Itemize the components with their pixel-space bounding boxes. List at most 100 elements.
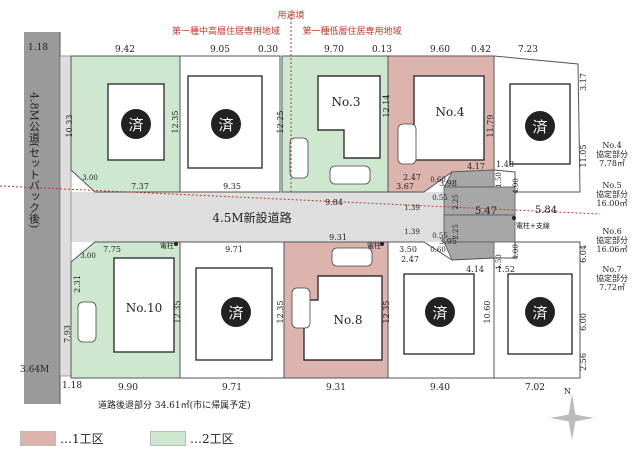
dimension-label: 2.25: [452, 194, 460, 210]
svg-text:済: 済: [128, 116, 143, 134]
lot-label-no10: No.10: [126, 301, 163, 315]
dimension-label: 1.52: [497, 265, 515, 274]
dimension-label: 4.17: [467, 162, 485, 171]
dimension-label: 9.71: [225, 245, 243, 254]
shared-part-text: 7.72㎡: [599, 283, 625, 292]
dimension-label: 6.00: [579, 313, 588, 331]
shared-part-text: 協定部分: [596, 235, 628, 245]
dimension-label: 6.04: [579, 245, 588, 263]
shared-part-text: No.5: [602, 181, 621, 190]
lot-label-no8: No.8: [334, 313, 363, 327]
dimension-label: 5.84: [535, 205, 557, 216]
svg-text:済: 済: [532, 118, 547, 136]
dimension-label: 9.90: [118, 383, 138, 393]
dimension-label: 2.47: [401, 255, 419, 264]
dimension-label: 10.33: [65, 115, 74, 138]
dimension-label: 3.00: [82, 174, 98, 182]
sold-mark-s5: 済: [525, 297, 555, 327]
dimension-label: 10.60: [483, 301, 492, 324]
dimension-label: 7.02: [525, 383, 545, 393]
dimension-label: 0.60: [430, 246, 446, 254]
dimension-label: 9.70: [324, 45, 344, 55]
shared-part-text: 7.78㎡: [599, 159, 625, 168]
shared-part-text: 16.06㎡: [597, 245, 628, 254]
dimension-label: 1.39: [404, 204, 420, 212]
shared-part-text: No.7: [602, 265, 621, 274]
car-icon: [289, 137, 309, 179]
public-road: [24, 32, 60, 404]
house-no8: [303, 275, 383, 361]
dimension-label: 7.75: [103, 245, 121, 254]
dimension-label: 2.25: [452, 224, 460, 240]
zoning-right: 第一種低層住居専用地域: [302, 25, 401, 37]
dimension-label: 9.05: [210, 45, 230, 55]
dimension-label: 9.71: [222, 383, 242, 393]
road-width-top: 1.18: [28, 43, 48, 53]
dimension-label: 2.47: [403, 173, 421, 182]
setback-strip: [59, 55, 72, 377]
shared-part-text: 協定部分: [596, 189, 628, 199]
dimension-label: 3.00: [80, 252, 96, 260]
dimension-label: 12.35: [171, 111, 180, 134]
shared-part-text: 16.00㎡: [597, 199, 628, 208]
lot-label-no3: No.3: [332, 95, 361, 109]
dimension-label: 12.25: [276, 111, 285, 134]
car-icon: [291, 287, 311, 329]
dimension-label: 9.42: [115, 45, 135, 55]
svg-text:済: 済: [228, 304, 243, 322]
dimension-label: 1.39: [404, 228, 420, 236]
dimension-label: 2.31: [73, 275, 82, 293]
pole-stay-label: 電柱+支線: [516, 221, 550, 230]
sold-mark-n5: 済: [525, 111, 555, 141]
dimension-label: 3.98: [439, 179, 457, 188]
dimension-label: 9.40: [430, 383, 450, 393]
svg-text:済: 済: [218, 116, 233, 134]
shared-part-text: No.6: [602, 227, 621, 236]
dimension-label: 3.95: [439, 237, 457, 246]
dimension-label: 0.13: [372, 45, 392, 55]
dimension-label: 1.50: [495, 254, 503, 270]
sold-mark-s4: 済: [425, 297, 455, 327]
utility-pole-icon: [512, 216, 516, 220]
dimension-label: 9.60: [430, 45, 450, 55]
svg-text:済: 済: [532, 304, 547, 322]
lot-label-no4: No.4: [436, 105, 465, 119]
shared-part-callouts: No.4協定部分7.78㎡No.5協定部分16.00㎡No.6協定部分16.06…: [596, 141, 628, 292]
sold-mark-n1: 済: [121, 109, 151, 139]
new-road: [60, 192, 515, 242]
dimension-label: 5.47: [475, 206, 497, 217]
svg-text:済: 済: [432, 304, 447, 322]
dimension-label: 12.35: [276, 301, 285, 324]
car-icon: [397, 123, 417, 165]
dimension-label: 12.14: [382, 95, 391, 118]
dimension-label: 3.50: [399, 245, 417, 254]
dimension-label: 0.42: [471, 45, 491, 55]
dimension-label: 11.05: [579, 145, 588, 168]
dimension-label: 4.00: [512, 244, 520, 260]
utility-pole-icon: [174, 242, 178, 246]
dimension-label: 0.60: [430, 176, 446, 184]
zoning-boundary: [0, 185, 601, 215]
zoning-heading: 用途境: [277, 9, 304, 21]
sold-mark-s2: 済: [221, 297, 251, 327]
car-icon: [331, 247, 373, 267]
dimension-label: 7.93: [63, 325, 72, 343]
car-icon: [329, 165, 371, 185]
road-width-bottom: 1.18: [62, 381, 82, 391]
house-no10: [113, 257, 175, 353]
dimension-label: 1.50: [495, 172, 503, 188]
dimension-label: 3.17: [579, 73, 588, 91]
dimension-label: 12.35: [382, 301, 391, 324]
shared-part-no5: [443, 186, 516, 216]
legend: …2工区: [150, 430, 234, 446]
pole-label: 電柱: [367, 241, 381, 250]
shared-part-text: No.4: [602, 141, 621, 150]
dimension-label: 0.30: [258, 45, 278, 55]
dimension-label: 4.00: [512, 178, 520, 194]
north-arrow-icon: N: [550, 387, 594, 440]
car-icon: [77, 301, 97, 343]
legend-swatch-phase1: [20, 430, 56, 446]
dimension-label: 1.48: [496, 160, 514, 169]
